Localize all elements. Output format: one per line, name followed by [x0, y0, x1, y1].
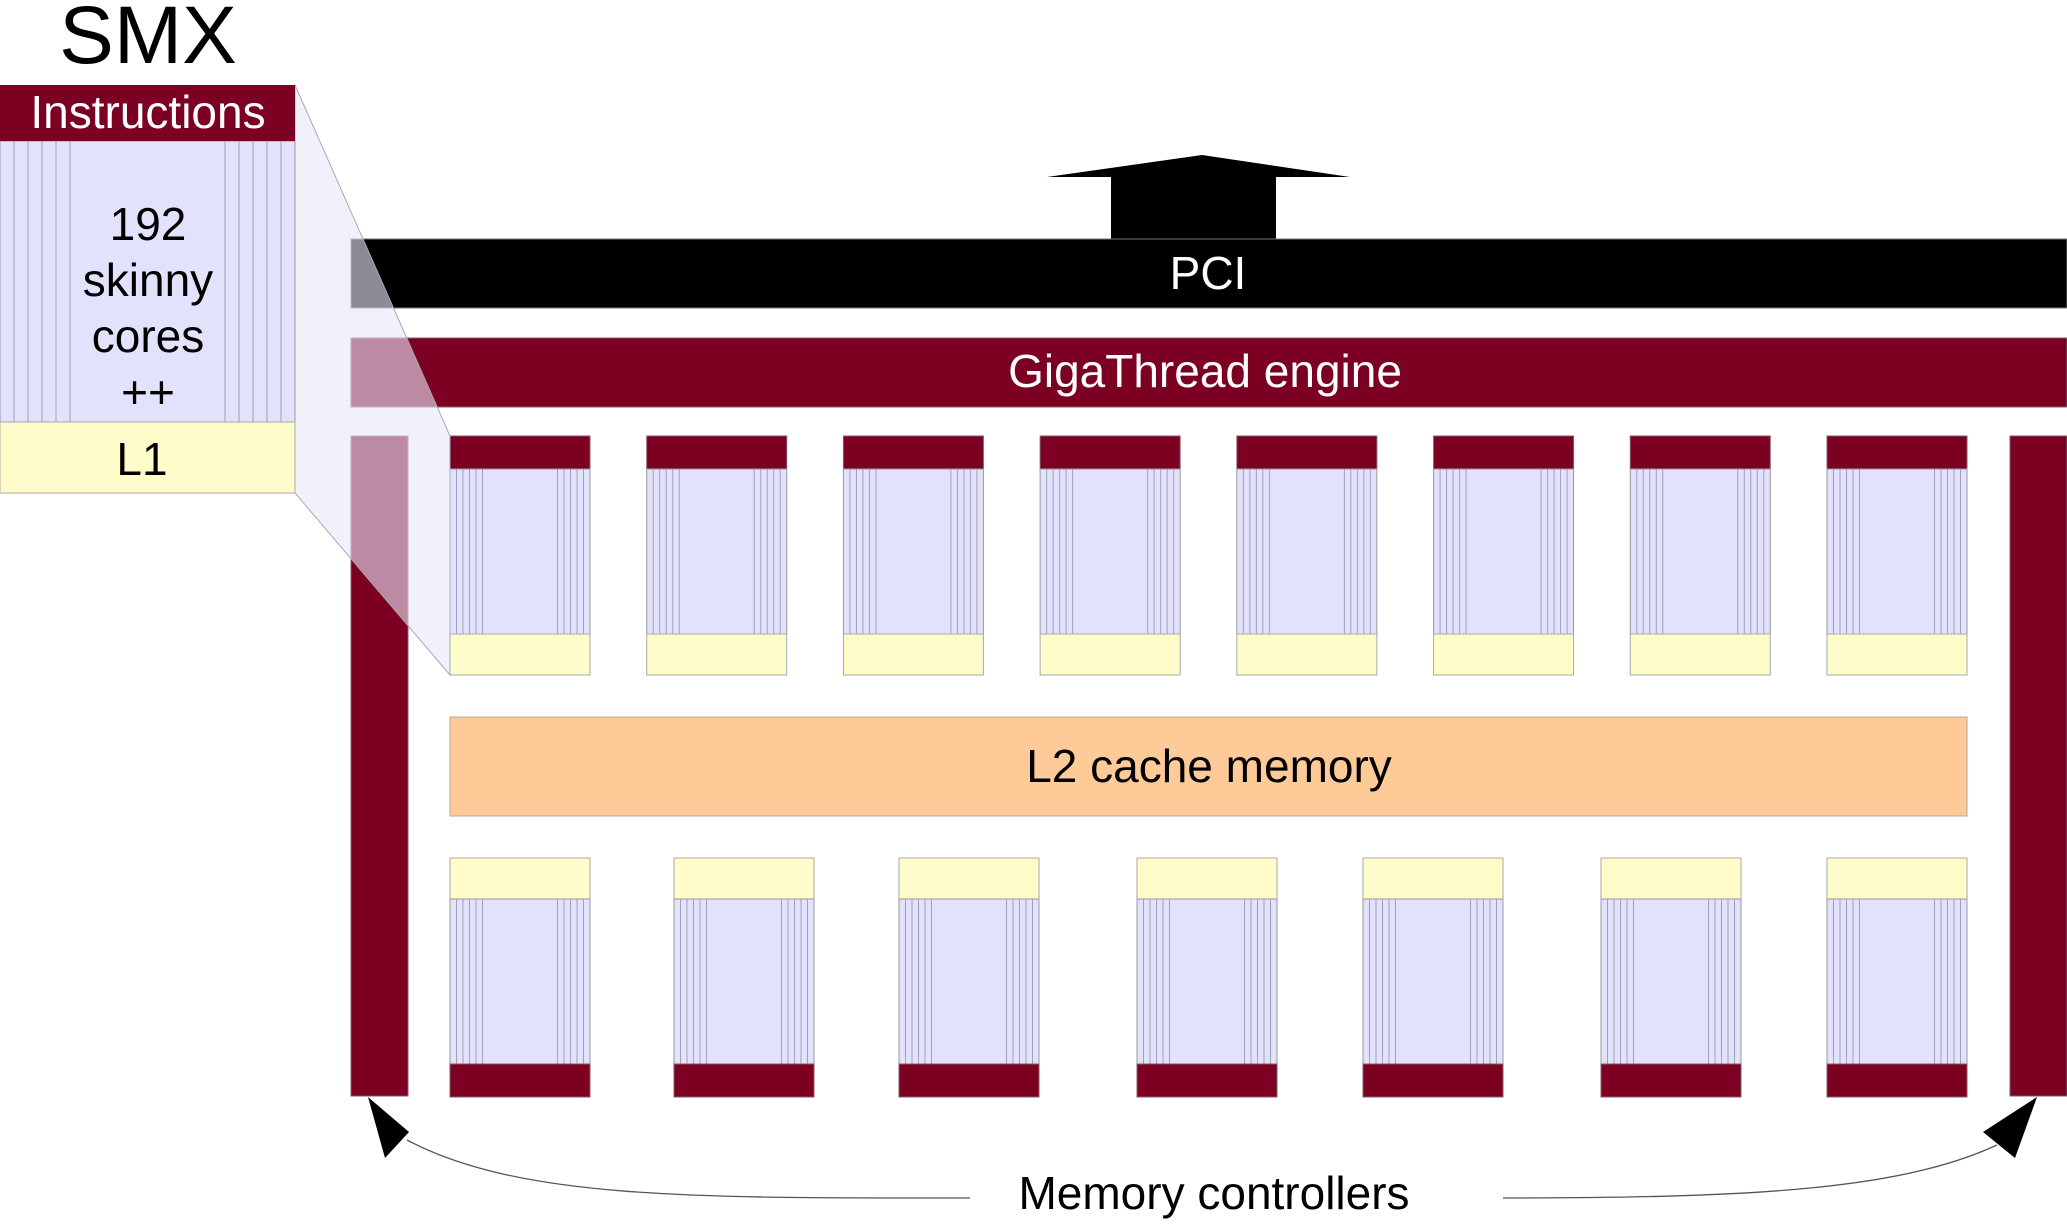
smx-instructions-block: [1629, 435, 1771, 470]
smx-cores-block: [842, 468, 984, 635]
gigathread-engine-bar: [350, 337, 2067, 408]
smx-unit: [1039, 435, 1181, 676]
memory-controller-curve-right: [1502, 1144, 1998, 1199]
smx-l1-block: [1826, 857, 1968, 900]
smx-instructions-block: [449, 435, 591, 470]
smx-l1-block: [449, 857, 591, 900]
smx-bottom-row: [449, 857, 1968, 1098]
cores-line-2: skinny: [83, 254, 213, 306]
smx-cores-block: [449, 468, 591, 635]
smx-l1-block: [898, 857, 1040, 900]
smx-l1-block: [449, 633, 591, 676]
smx-instructions-block: [1236, 435, 1378, 470]
smx-unit: [1136, 857, 1278, 1098]
smx-l1-block: [1826, 633, 1968, 676]
smx-unit: [1433, 435, 1575, 676]
smx-unit: [1826, 857, 1968, 1098]
smx-cores-block: [646, 468, 788, 635]
smx-cores-block: [1236, 468, 1378, 635]
gigathread-label: GigaThread engine: [1008, 345, 1402, 397]
smx-instructions-block: [842, 435, 984, 470]
l2-cache-bar: [449, 716, 1968, 817]
smx-unit: [449, 435, 591, 676]
smx-cores-block: [1362, 898, 1504, 1065]
smx-unit: [449, 857, 591, 1098]
smx-cores-block: [1039, 468, 1181, 635]
smx-unit: [1826, 435, 1968, 676]
smx-cores-block: [1136, 898, 1278, 1065]
smx-instructions-block: [1826, 1063, 1968, 1098]
smx-l1-block: [673, 857, 815, 900]
smx-instructions-block: [673, 1063, 815, 1098]
memory-controller-curve: [406, 1139, 971, 1199]
cores-line-4: ++: [121, 366, 175, 418]
smx-instructions-block: [1039, 435, 1181, 470]
smx-inset-l1: [0, 421, 296, 494]
smx-unit: [646, 435, 788, 676]
smx-instructions-block: [898, 1063, 1040, 1098]
memory-controllers-label: Memory controllers: [1018, 1167, 1409, 1219]
smx-cores-block: [1826, 468, 1968, 635]
smx-unit: [673, 857, 815, 1098]
smx-instructions-block: [449, 1063, 591, 1098]
smx-unit: [1236, 435, 1378, 676]
smx-inset-cores: [0, 140, 296, 423]
smx-l1-block: [1600, 857, 1742, 900]
smx-top-row: [449, 435, 1968, 676]
smx-l1-block: [1629, 633, 1771, 676]
smx-instructions-block: [646, 435, 788, 470]
cores-line-1: 192: [110, 198, 187, 250]
pci-label: PCI: [1170, 247, 1247, 299]
smx-instructions-block: [1826, 435, 1968, 470]
smx-cores-block: [898, 898, 1040, 1065]
smx-l1-block: [1136, 857, 1278, 900]
memory-controller-right: [2009, 435, 2067, 1097]
arrowhead-left-icon: [368, 1097, 409, 1158]
l2-cache-label: L2 cache memory: [1026, 740, 1392, 792]
smx-cores-block: [1433, 468, 1575, 635]
core-lanes: [13, 141, 282, 422]
smx-instructions-block: [1600, 1063, 1742, 1098]
smx-inset: SMX Instructions 192 skinny cores ++ L1: [0, 0, 296, 494]
smx-instructions-block: [1433, 435, 1575, 470]
smx-unit: [842, 435, 984, 676]
smx-unit: [1629, 435, 1771, 676]
smx-l1-block: [1236, 633, 1378, 676]
smx-instructions-block: [1136, 1063, 1278, 1098]
l1-label: L1: [116, 433, 167, 485]
smx-l1-block: [646, 633, 788, 676]
smx-l1-block: [1433, 633, 1575, 676]
instructions-label: Instructions: [30, 86, 265, 138]
arrowhead-right-icon: [1983, 1097, 2037, 1158]
smx-l1-block: [1362, 857, 1504, 900]
smx-title: SMX: [59, 0, 237, 81]
smx-instructions-block: [1362, 1063, 1504, 1098]
smx-cores-block: [1600, 898, 1742, 1065]
smx-l1-block: [1039, 633, 1181, 676]
smx-cores-block: [1826, 898, 1968, 1065]
smx-cores-block: [1629, 468, 1771, 635]
smx-l1-block: [842, 633, 984, 676]
cores-line-3: cores: [92, 310, 204, 362]
pci-bar: [350, 238, 2067, 309]
smx-unit: [898, 857, 1040, 1098]
smx-cores-block: [673, 898, 815, 1065]
smx-unit: [1362, 857, 1504, 1098]
smx-cores-block: [449, 898, 591, 1065]
smx-unit: [1600, 857, 1742, 1098]
smx-inset-header: [0, 85, 295, 141]
